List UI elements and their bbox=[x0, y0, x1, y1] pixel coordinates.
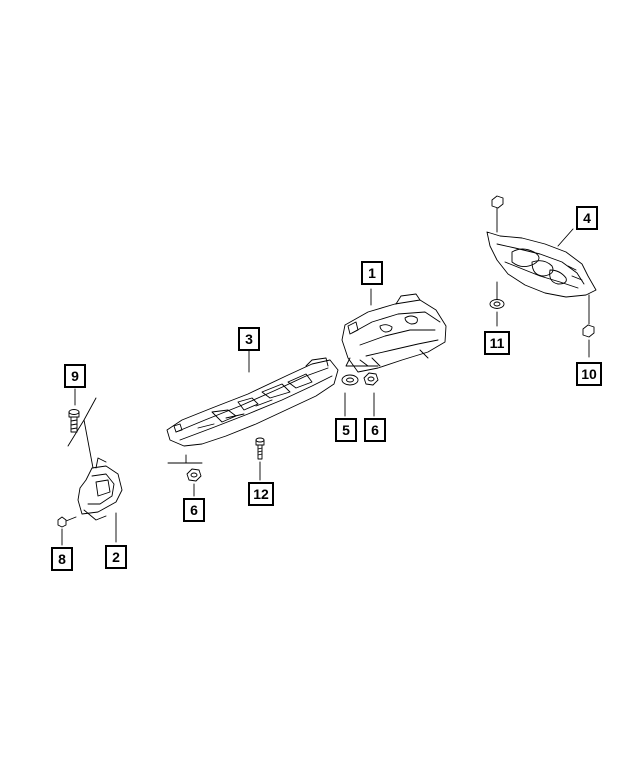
callout-4: 4 bbox=[576, 206, 598, 230]
callout-1: 1 bbox=[361, 261, 383, 285]
callout-9: 9 bbox=[64, 364, 86, 388]
callout-3: 3 bbox=[238, 327, 260, 351]
nut-part-6-left bbox=[186, 468, 202, 482]
washer-part-5 bbox=[341, 374, 359, 386]
callout-2: 2 bbox=[105, 545, 127, 569]
bolt-part-9 bbox=[68, 409, 80, 433]
callout-8: 8 bbox=[51, 547, 73, 571]
callout-6-left: 6 bbox=[183, 498, 205, 522]
install-lines-9 bbox=[67, 397, 97, 469]
nut-part-6 bbox=[363, 372, 379, 386]
callout-12: 12 bbox=[248, 482, 274, 506]
heat-shield-part-4 bbox=[486, 231, 597, 298]
heat-shield-part-1 bbox=[341, 293, 447, 373]
washer-part-11 bbox=[489, 281, 505, 309]
nut-part-10 bbox=[582, 294, 595, 338]
callout-6-center: 6 bbox=[364, 418, 386, 442]
bracket-lines-6b bbox=[167, 454, 203, 464]
callout-5: 5 bbox=[335, 418, 357, 442]
screw-part-8 bbox=[57, 516, 77, 528]
bracket-lines-5-6 bbox=[345, 357, 379, 367]
callout-11: 11 bbox=[484, 331, 510, 355]
bolt-part-12 bbox=[255, 437, 265, 460]
heat-shield-part-2 bbox=[77, 457, 123, 521]
heat-shield-part-3 bbox=[166, 357, 339, 447]
nut-part-4-top bbox=[491, 195, 504, 233]
callout-10: 10 bbox=[576, 362, 602, 386]
leader-line-4 bbox=[557, 228, 574, 247]
